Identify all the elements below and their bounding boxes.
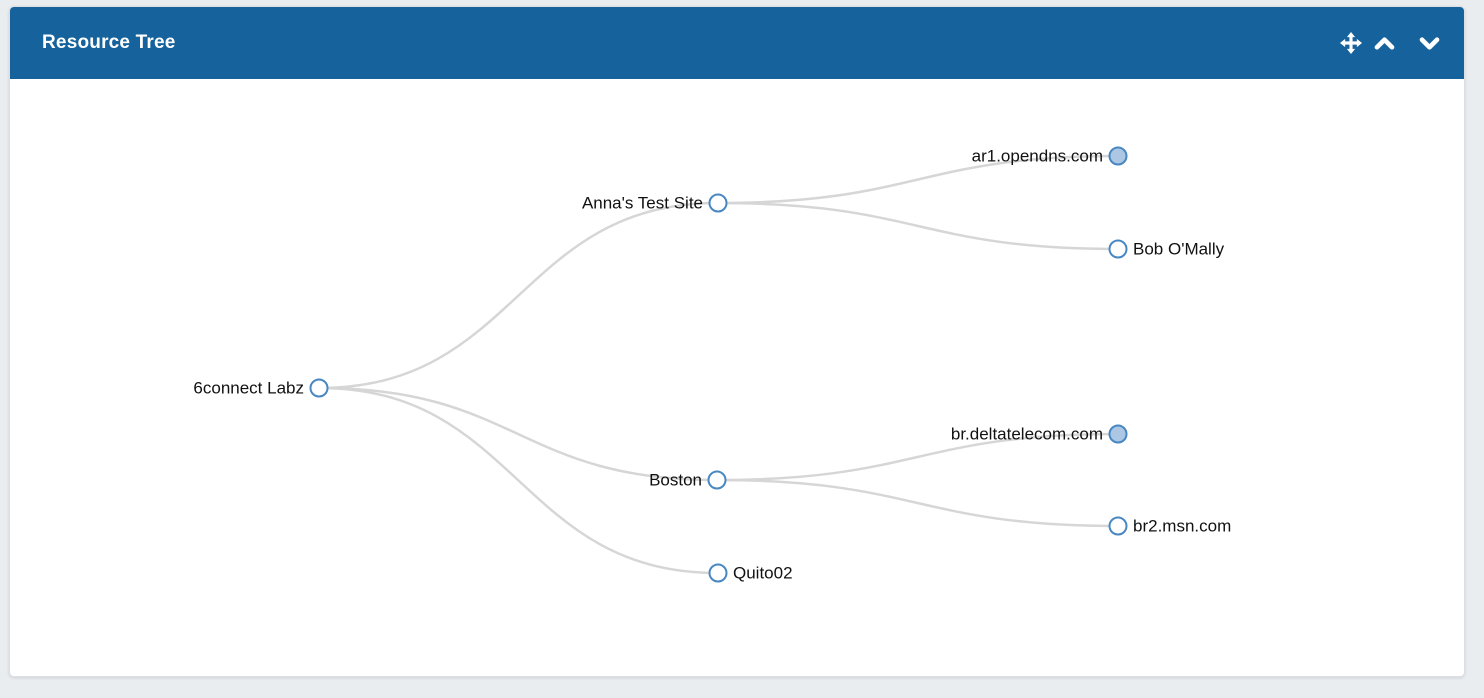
chevron-up-icon[interactable]	[1374, 36, 1395, 51]
tree-node-label-ar1: ar1.opendns.com	[972, 147, 1103, 166]
tree-link-root-boston	[318, 386, 718, 482]
chevron-down-icon[interactable]	[1419, 36, 1440, 51]
resource-tree-panel: Resource Tree 6connect Labz Anna's Test S…	[9, 6, 1465, 677]
tree-node-br2[interactable]: br2.msn.com	[1108, 516, 1232, 536]
tree-node-bob[interactable]: Bob O'Mally	[1108, 239, 1225, 259]
tree-link-anna-bob	[717, 201, 1119, 251]
tree-link-boston-br2	[716, 478, 1119, 528]
panel-title: Resource Tree	[42, 32, 176, 53]
panel-header: Resource Tree	[10, 7, 1464, 79]
tree-node-anna[interactable]: Anna's Test Site	[582, 193, 728, 213]
tree-node-ar1[interactable]: ar1.opendns.com	[972, 146, 1128, 166]
tree-node-label-quito: Quito02	[733, 564, 793, 583]
tree-node-label-bob: Bob O'Mally	[1133, 240, 1225, 259]
tree-node-label-brdelta: br.deltatelecom.com	[951, 425, 1103, 444]
tree-node-circle-bob[interactable]	[1108, 239, 1128, 259]
tree-node-circle-root[interactable]	[309, 378, 329, 398]
tree-node-brdelta[interactable]: br.deltatelecom.com	[951, 424, 1128, 444]
tree-node-label-boston: Boston	[649, 471, 702, 490]
tree-node-circle-brdelta[interactable]	[1108, 424, 1128, 444]
header-icons	[1340, 32, 1440, 54]
tree-link-boston-brdelta	[716, 432, 1119, 482]
tree-node-circle-boston[interactable]	[707, 470, 727, 490]
tree-node-boston[interactable]: Boston	[649, 470, 727, 490]
tree-node-circle-anna[interactable]	[708, 193, 728, 213]
tree-node-root[interactable]: 6connect Labz	[193, 378, 329, 398]
tree-node-label-root: 6connect Labz	[193, 379, 304, 398]
tree-node-quito[interactable]: Quito02	[708, 563, 793, 583]
tree-link-anna-ar1	[717, 154, 1119, 205]
move-icon[interactable]	[1340, 32, 1362, 54]
tree-node-label-br2: br2.msn.com	[1133, 517, 1231, 536]
panel-body: 6connect Labz Anna's Test Site ar1.opendns…	[10, 79, 1464, 677]
tree-node-label-anna: Anna's Test Site	[582, 194, 703, 213]
tree-node-circle-ar1[interactable]	[1108, 146, 1128, 166]
tree-link-root-anna	[318, 201, 719, 390]
resource-tree-canvas[interactable]: 6connect Labz Anna's Test Site ar1.opendns…	[10, 79, 1464, 677]
tree-node-circle-br2[interactable]	[1108, 516, 1128, 536]
tree-link-root-quito	[318, 386, 719, 575]
tree-node-circle-quito[interactable]	[708, 563, 728, 583]
